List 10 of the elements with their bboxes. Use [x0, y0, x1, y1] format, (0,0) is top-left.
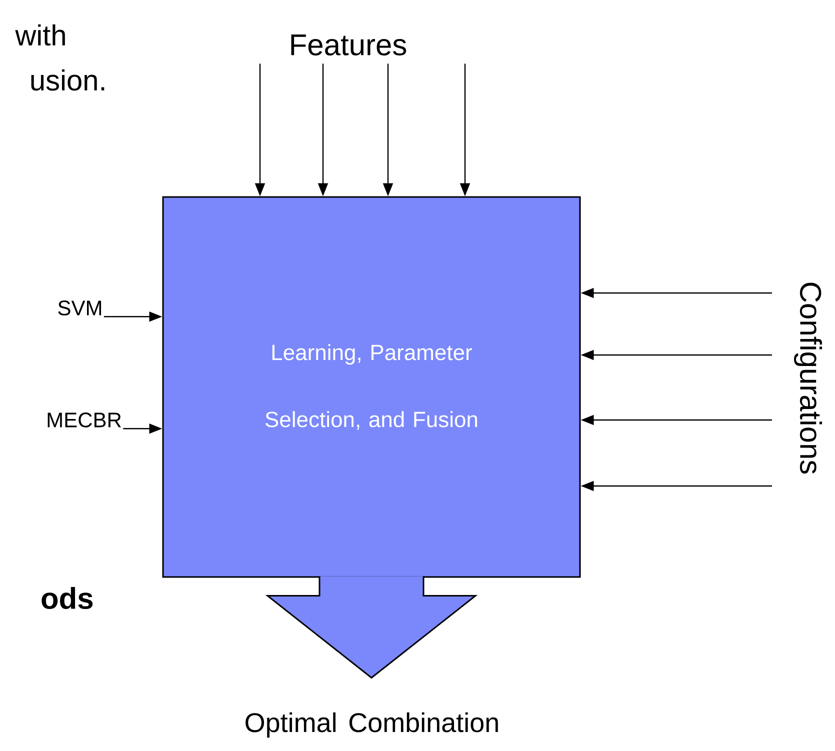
process-box: Learning, Parameter Selection, and Fusion: [162, 196, 581, 578]
method-label: MECBR: [48, 412, 121, 428]
slide-text: with: [15, 24, 65, 46]
slide-text: usion.: [31, 69, 104, 91]
block-arrow: [265, 576, 478, 679]
input-label: Configurations: [794, 282, 822, 474]
output-label: Optimal Combination: [246, 712, 498, 738]
method-label: SVM: [58, 300, 102, 316]
input-label: Features: [291, 34, 406, 56]
slide-heading: ods: [42, 586, 93, 610]
